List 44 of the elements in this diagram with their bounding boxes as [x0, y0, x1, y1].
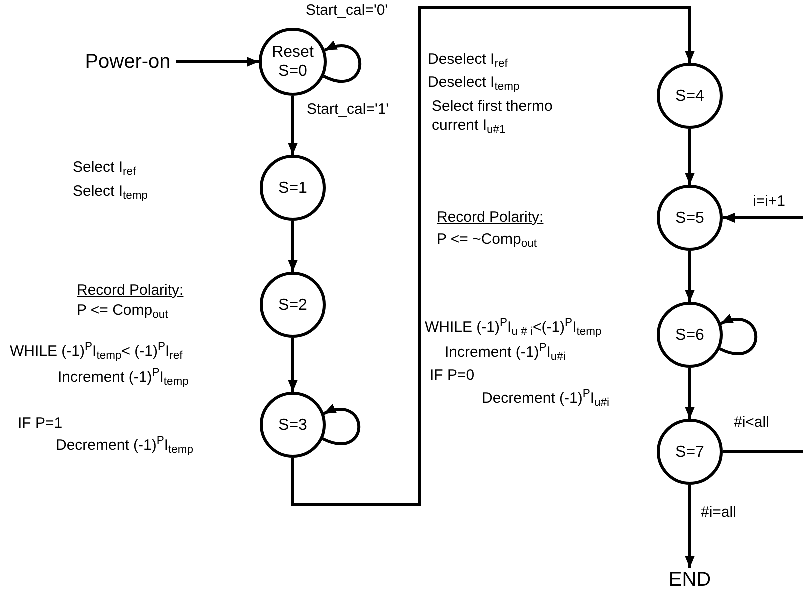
annotation-text: P <= ~Comp$_{out}$ — [437, 230, 538, 249]
annotation-text: Increment (-1)$^{P}$I$_{temp}$ — [58, 368, 189, 387]
annotation-text: P <= Comp$_{out}$ — [77, 301, 168, 320]
state-label: Reset — [272, 43, 314, 62]
connector-line — [723, 450, 803, 454]
annotation-text: Record Polarity: — [437, 208, 544, 227]
state-label: S=4 — [676, 86, 704, 106]
arrow — [288, 221, 298, 272]
annotation-text: Select I$_{temp}$ — [73, 182, 148, 201]
state-label: S=7 — [676, 442, 704, 462]
arrow — [685, 129, 695, 185]
annotation-text: Deselect I$_{temp}$ — [428, 73, 520, 92]
state-label: S=3 — [278, 416, 308, 434]
annotation-text: WHILE (-1)$^{P}$I$_{temp}$< (-1)$^{P}$I$_{ref}$ — [10, 342, 183, 361]
annotation-text: IF P=1 — [18, 414, 63, 433]
annotation-text: Record Polarity: — [77, 281, 184, 300]
self-loop-arrow — [323, 42, 362, 83]
annotation-text: Select first thermo current I$_{u#1}$ — [432, 97, 554, 135]
terminal-text: Power-on — [85, 50, 171, 74]
annotation-text: WHILE (-1)$^{P}$I$_{u # i}$<(-1)$^{P}$I$_{temp}$ — [425, 318, 602, 337]
self-loop-arrow — [719, 315, 758, 356]
annotation-text: Decrement (-1)$^{P}$I$_{temp}$ — [56, 436, 194, 455]
annotation-text: Increment (-1)$^{P}$I$_{u#i}$ — [445, 343, 566, 362]
annotation-text: IF P=0 — [430, 366, 475, 385]
state-label: S=1 — [278, 178, 308, 198]
arrow — [288, 338, 298, 392]
arrow — [685, 368, 695, 419]
terminal-text: END — [668, 568, 712, 592]
state-label: S=5 — [676, 208, 704, 228]
edge-label: Start_cal='0' — [305, 2, 390, 20]
arrow — [292, 6, 695, 506]
annotation-text: Deselect I$_{ref}$ — [428, 50, 508, 69]
state-label: S=6 — [676, 326, 704, 344]
arrow — [685, 485, 695, 568]
arrow — [723, 213, 803, 223]
arrow — [176, 57, 259, 67]
arrow — [685, 251, 695, 302]
arrow — [288, 96, 298, 155]
annotation-text: Decrement (-1)$^{P}$I$_{u#i}$ — [482, 389, 610, 408]
self-loop-arrow — [322, 405, 361, 446]
state-label: S=0 — [278, 62, 308, 81]
annotation-text: Select I$_{ref}$ — [73, 158, 136, 177]
edge-label: Start_cal='1' — [306, 101, 390, 119]
state-label: S=2 — [278, 296, 308, 314]
